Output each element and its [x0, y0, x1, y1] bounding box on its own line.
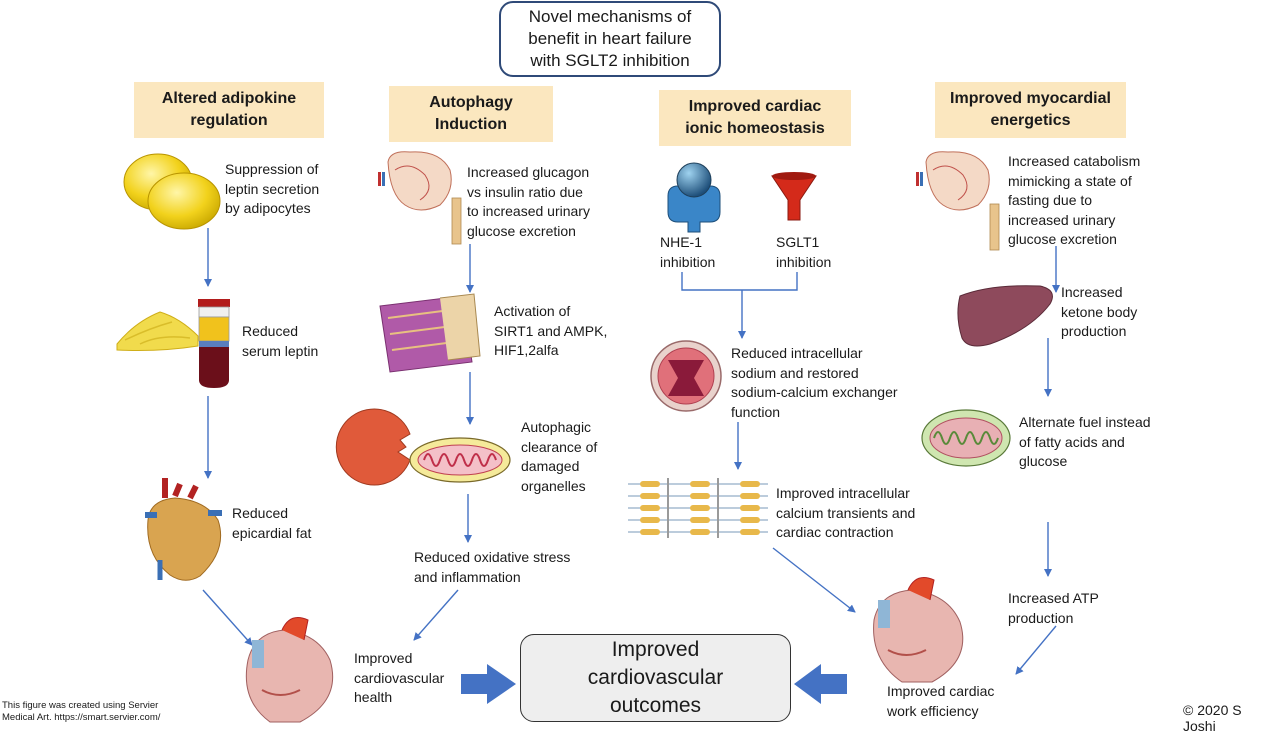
servier-credit: This figure was created using Servier Me…	[2, 700, 161, 723]
diagram-title: Novel mechanisms of benefit in heart fai…	[499, 1, 721, 77]
step-nhe1-inhibition: NHE-1 inhibition	[660, 234, 716, 270]
result-cardiovascular-health: Improved cardiovascular health	[354, 650, 445, 705]
header-adipokine: Altered adipokine regulation	[134, 82, 324, 138]
header-ionic: Improved cardiac ionic homeostasis	[659, 90, 851, 146]
arrow-autophagy-4	[413, 589, 459, 641]
arrow-ionic-3	[772, 547, 856, 613]
big-arrow-right	[794, 664, 847, 704]
muscle-fiber-icon	[379, 293, 481, 373]
heart-icon-left	[245, 617, 334, 723]
fat-tissue-icon	[116, 311, 199, 351]
lysosome-mitochondrion-icon	[335, 408, 511, 486]
heart-icon-epicardial	[145, 478, 222, 581]
cell-channel-icon	[650, 340, 722, 412]
sglt1-channel-icon	[771, 172, 817, 221]
bracket-ionic	[681, 272, 798, 291]
step-increased-atp: Increased ATP production	[1008, 590, 1099, 626]
arrow-adipokine-3	[202, 589, 253, 646]
outcome-box: Improved cardiovascular outcomes	[520, 634, 791, 722]
step-leptin-suppression: Suppression of leptin secretion by adipo…	[225, 161, 320, 216]
flow-arrows	[202, 228, 1060, 675]
arrow-energetics-4	[1015, 625, 1057, 675]
big-arrow-left	[461, 664, 516, 704]
step-reduced-epicardial-fat: Reduced epicardial fat	[232, 505, 312, 541]
step-glucagon-ratio: Increased glucagon vs insulin ratio due …	[467, 164, 590, 239]
step-increased-catabolism: Increased catabolism mimicking a state o…	[1008, 153, 1141, 247]
step-reduced-serum-leptin: Reduced serum leptin	[242, 323, 319, 359]
blood-tube-icon	[198, 299, 230, 388]
kidney-icon	[378, 151, 462, 245]
copyright: © 2020 S Joshi	[1183, 702, 1242, 734]
step-reduced-sodium: Reduced intracellular sodium and restore…	[731, 345, 898, 420]
sarcomere-icon	[628, 478, 768, 538]
heart-icon-right	[873, 577, 964, 683]
step-ketone-production: Increased ketone body production	[1061, 284, 1138, 339]
header-energetics: Improved myocardial energetics	[935, 82, 1126, 138]
step-autophagic-clearance: Autophagic clearance of damaged organell…	[521, 419, 598, 494]
fat-cells-icon	[123, 153, 221, 230]
step-calcium-transients: Improved intracellular calcium transient…	[776, 485, 916, 540]
step-reduced-oxidative-stress: Reduced oxidative stress and inflammatio…	[414, 549, 571, 585]
step-alternate-fuel: Alternate fuel instead of fatty acids an…	[1019, 414, 1151, 469]
liver-icon	[957, 285, 1053, 347]
header-autophagy: Autophagy Induction	[389, 86, 553, 142]
kidney-icon-energetics	[916, 151, 1000, 251]
mitochondrion-icon	[921, 409, 1011, 467]
step-sirt1-ampk: Activation of SIRT1 and AMPK, HIF1,2alfa	[494, 303, 608, 358]
result-cardiac-work-efficiency: Improved cardiac work efficiency	[887, 683, 995, 719]
nhe1-channel-icon	[667, 162, 721, 233]
step-sglt1-inhibition: SGLT1 inhibition	[776, 234, 832, 270]
